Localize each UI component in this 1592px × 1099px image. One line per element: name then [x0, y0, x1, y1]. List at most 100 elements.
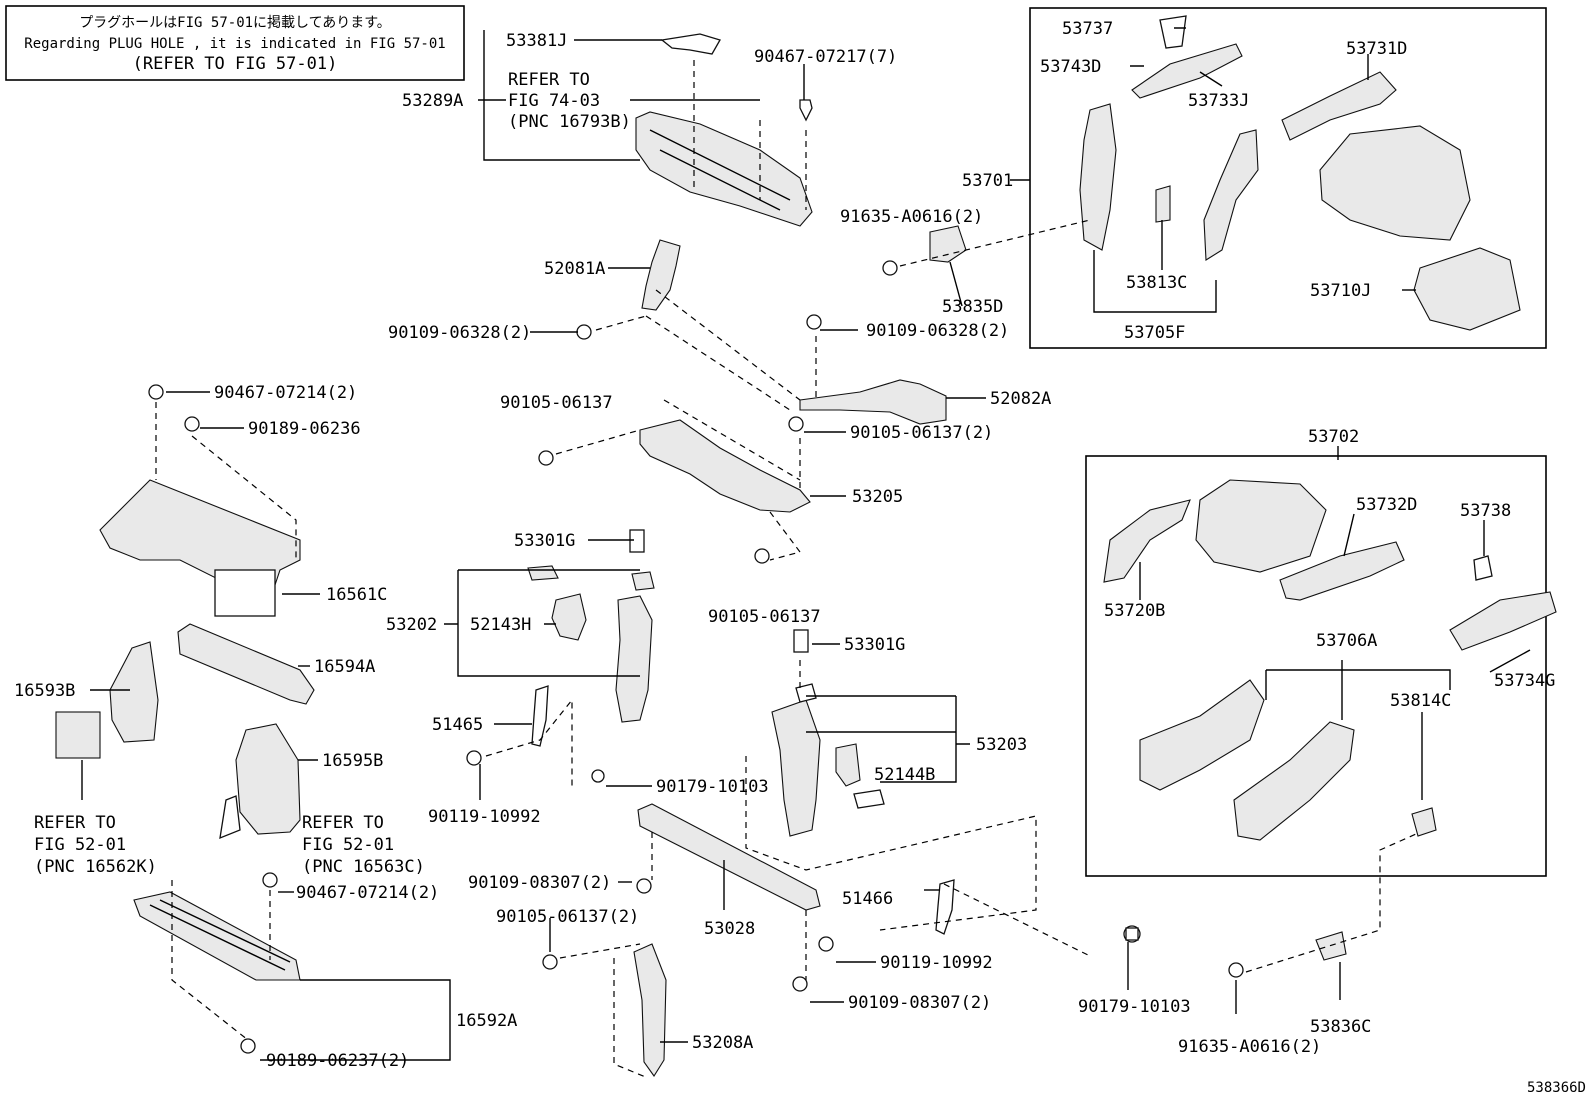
- label-52143H: 52143H: [470, 615, 531, 635]
- part-53301G-drawing-b: [793, 629, 809, 653]
- label-53202: 53202: [386, 615, 437, 635]
- part-53205-drawing: [639, 419, 811, 513]
- part-53835D-drawing: [929, 225, 967, 263]
- part-53289A-drawing: [635, 111, 813, 227]
- part-53705F-drawing-b: [1203, 129, 1259, 261]
- label-53731D: 53731D: [1346, 39, 1407, 59]
- label-91635-A0616-a: 91635-A0616(2): [840, 207, 983, 227]
- part-16592A-drawing: [133, 891, 301, 981]
- part-51466-drawing: [935, 879, 955, 935]
- refer-fig-52-01-a-line2: FIG 52-01: [34, 835, 126, 855]
- label-53732D: 53732D: [1356, 495, 1417, 515]
- label-53208A: 53208A: [692, 1033, 753, 1053]
- label-53702: 53702: [1308, 427, 1359, 447]
- part-16595B-drawing: [235, 723, 301, 835]
- label-53028: 53028: [704, 919, 755, 939]
- label-90105-06137-b: 90105-06137(2): [850, 423, 993, 443]
- part-53720B-drawing: [1103, 499, 1191, 583]
- part-53737-drawing: [1159, 15, 1187, 49]
- label-16595B: 16595B: [322, 751, 383, 771]
- label-90179-10103-a: 90179-10103: [656, 777, 769, 797]
- label-53203: 53203: [976, 735, 1027, 755]
- label-90109-06328-left: 90109-06328(2): [388, 323, 531, 343]
- part-16593B-drawing: [109, 641, 159, 743]
- label-16592A: 16592A: [456, 1011, 517, 1031]
- label-90105-06137-d: 90105-06137(2): [496, 907, 639, 927]
- refer-fig-74-03-line2: FIG 74-03: [508, 91, 600, 111]
- part-53710J-drawing: [1413, 247, 1521, 331]
- label-90109-08307-a: 90109-08307(2): [468, 873, 611, 893]
- label-53701: 53701: [962, 171, 1013, 191]
- label-52082A: 52082A: [990, 389, 1051, 409]
- label-90189-06237: 90189-06237(2): [266, 1051, 409, 1071]
- part-53028-drawing: [637, 803, 821, 911]
- label-91635-A0616-b: 91635-A0616(2): [1178, 1037, 1321, 1057]
- label-16594A: 16594A: [314, 657, 375, 677]
- refer-fig-52-01-a-line3: (PNC 16562K): [34, 857, 157, 877]
- label-53381J: 53381J: [506, 31, 567, 51]
- part-53706A-drawing-a: [1139, 679, 1265, 791]
- part-52081A-drawing: [641, 239, 681, 311]
- part-53301G-drawing-a: [629, 529, 645, 553]
- label-90467-07214-top: 90467-07214(2): [214, 383, 357, 403]
- note-line-3: (REFER TO FIG 57-01): [133, 54, 338, 74]
- label-90179-10103-b: 90179-10103: [1078, 997, 1191, 1017]
- part-52144B-drawing: [835, 743, 861, 787]
- note-line-1: プラグホールはFIG 57-01に掲載してあります。: [79, 15, 391, 31]
- plug-hole-note: プラグホールはFIG 57-01に掲載してあります。 Regarding PLU…: [5, 5, 465, 81]
- part-53731D-drawing: [1281, 71, 1397, 141]
- group-frame-53702: [1085, 455, 1547, 877]
- label-52144B: 52144B: [874, 765, 935, 785]
- label-53301G-b: 53301G: [844, 635, 905, 655]
- label-90119-10992-a: 90119-10992: [428, 807, 541, 827]
- label-53836C: 53836C: [1310, 1017, 1371, 1037]
- part-51465-drawing: [531, 685, 549, 747]
- part-53738-drawing: [1473, 555, 1493, 581]
- part-53733J-drawing: [1131, 43, 1243, 99]
- part-53702-drawing: [1195, 479, 1327, 573]
- part-53814C-drawing: [1411, 807, 1437, 837]
- part-52143H-drawing: [551, 593, 587, 641]
- label-53737: 53737: [1062, 19, 1113, 39]
- label-53710J: 53710J: [1310, 281, 1371, 301]
- label-90119-10992-b: 90119-10992: [880, 953, 993, 973]
- label-53720B: 53720B: [1104, 601, 1165, 621]
- label-53706A: 53706A: [1316, 631, 1377, 651]
- label-53738: 53738: [1460, 501, 1511, 521]
- label-90467-07217: 90467-07217(7): [754, 47, 897, 67]
- refer-fig-52-01-b-line2: FIG 52-01: [302, 835, 394, 855]
- label-90105-06137-a: 90105-06137: [500, 393, 613, 413]
- part-53732D-drawing: [1279, 541, 1405, 601]
- label-90467-07214-bottom: 90467-07214(2): [296, 883, 439, 903]
- label-53301G-a: 53301G: [514, 531, 575, 551]
- label-52081A: 52081A: [544, 259, 605, 279]
- label-53705F: 53705F: [1124, 323, 1185, 343]
- refer-fig-74-03-line1: REFER TO: [508, 70, 590, 90]
- part-53381J-drawing: [660, 33, 721, 55]
- refer-fig-52-01-a-line1: REFER TO: [34, 813, 116, 833]
- diagram-id: 538366D: [1527, 1080, 1586, 1096]
- label-90105-06137-c: 90105-06137: [708, 607, 821, 627]
- part-53203-drawing: [771, 699, 821, 837]
- part-53734G-drawing: [1449, 591, 1557, 651]
- part-53701-drawing: [1319, 125, 1471, 241]
- label-53289A: 53289A: [402, 91, 463, 111]
- label-90109-06328-right: 90109-06328(2): [866, 321, 1009, 341]
- part-16594A-drawing: [177, 623, 315, 705]
- label-53814C: 53814C: [1390, 691, 1451, 711]
- label-51466: 51466: [842, 889, 893, 909]
- part-53705F-drawing-a: [1079, 103, 1117, 251]
- label-16561C: 16561C: [326, 585, 387, 605]
- label-51465: 51465: [432, 715, 483, 735]
- refer-fig-74-03-line3: (PNC 16793B): [508, 112, 631, 132]
- part-53836C-drawing: [1315, 931, 1347, 961]
- label-90109-08307-b: 90109-08307(2): [848, 993, 991, 1013]
- label-53733J: 53733J: [1188, 91, 1249, 111]
- part-53706A-drawing-b: [1233, 721, 1355, 841]
- label-53813C: 53813C: [1126, 273, 1187, 293]
- part-53208A-drawing: [633, 943, 667, 1077]
- group-frame-53701: [1029, 7, 1547, 349]
- part-52082A-drawing: [799, 379, 947, 425]
